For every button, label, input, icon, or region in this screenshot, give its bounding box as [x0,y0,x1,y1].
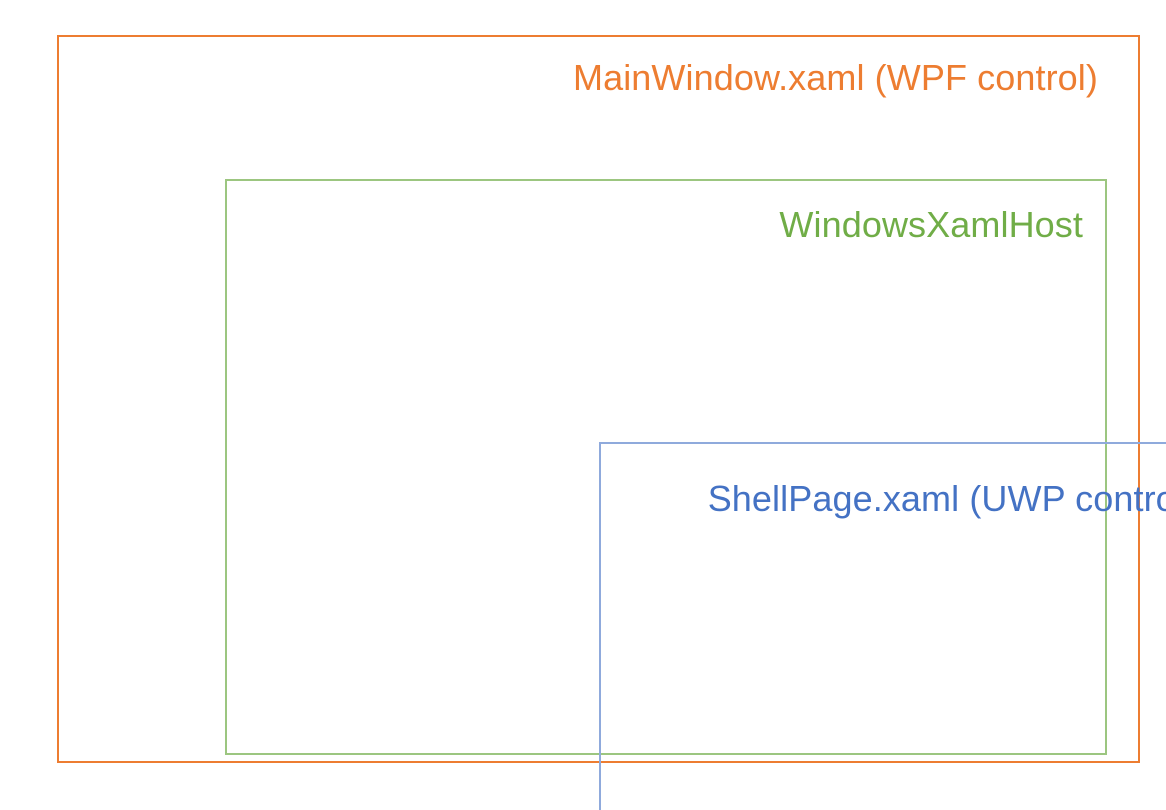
container-mainwindow-wpf: MainWindow.xaml (WPF control) WindowsXam… [57,35,1166,810]
container-shellpage-uwp: ShellPage.xaml (UWP control) Module 1 Mo… [599,442,1166,810]
container-windowsxamlhost: WindowsXamlHost ShellPage.xaml (UWP cont… [225,179,1166,810]
container-mainwindow-label: MainWindow.xaml (WPF control) [572,57,1098,98]
container-shellpage-label: ShellPage.xaml (UWP control) [707,478,1166,519]
container-windowsxamlhost-label: WindowsXamlHost [779,204,1083,245]
